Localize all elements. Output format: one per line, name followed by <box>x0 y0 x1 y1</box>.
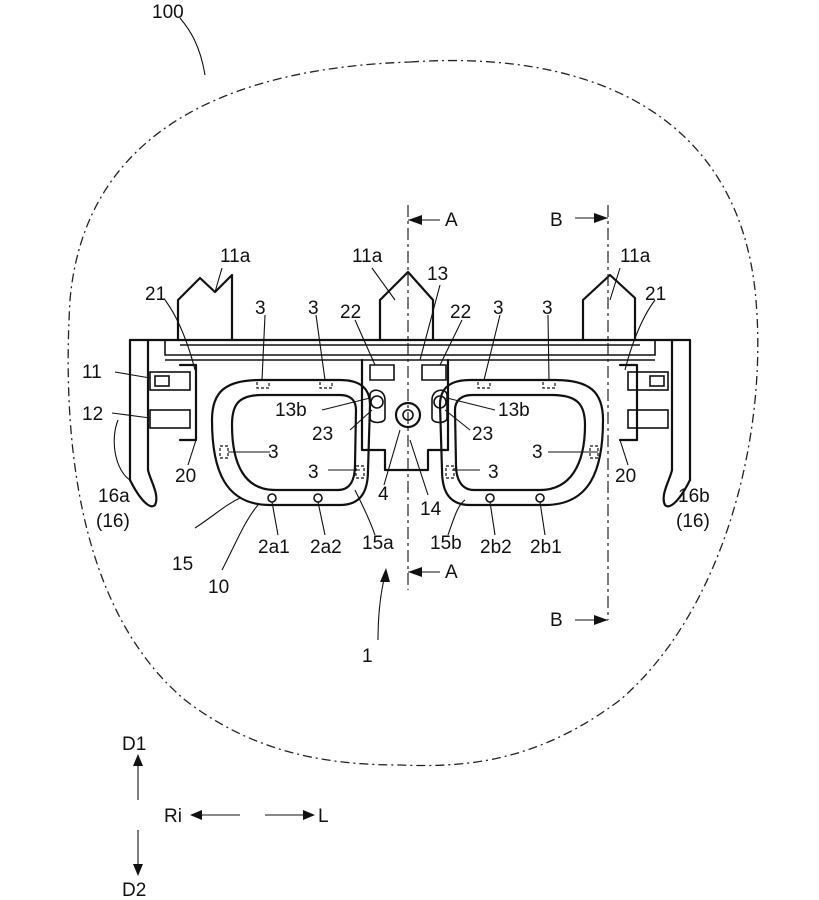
section-lines <box>407 205 609 625</box>
label-section-a-bottom: A <box>445 562 458 583</box>
label-16b: 16b <box>678 486 710 507</box>
label-2b2: 2b2 <box>480 537 512 558</box>
label-section-a-top: A <box>445 210 458 231</box>
label-ri: Ri <box>164 806 182 827</box>
label-23-right: 23 <box>472 424 493 445</box>
label-3-a: 3 <box>255 298 266 319</box>
label-13b-right: 13b <box>498 400 530 421</box>
label-2a1: 2a1 <box>258 537 290 558</box>
label-3-d: 3 <box>542 298 553 319</box>
label-d2: D2 <box>122 880 146 900</box>
arrow-left-icon <box>190 810 202 820</box>
label-11a-center: 11a <box>352 246 383 267</box>
sensors-2 <box>267 493 545 503</box>
label-20-left: 20 <box>175 466 196 487</box>
label-11a-right: 11a <box>620 246 651 267</box>
label-3-c: 3 <box>493 298 504 319</box>
chassis-11 <box>128 338 692 482</box>
label-21-left: 21 <box>145 284 166 305</box>
arrow-1 <box>377 568 390 641</box>
label-20-right: 20 <box>615 466 636 487</box>
protrusions-11a <box>176 270 637 342</box>
lens-frame-right <box>438 378 605 507</box>
label-12: 12 <box>82 404 103 425</box>
label-3-e: 3 <box>268 442 279 463</box>
head-outline <box>67 59 759 767</box>
label-3-f: 3 <box>532 442 543 463</box>
label-10: 10 <box>208 577 229 598</box>
label-100: 100 <box>152 2 184 23</box>
label-3-b: 3 <box>308 298 319 319</box>
label-2b1: 2b1 <box>530 537 562 558</box>
label-14: 14 <box>420 499 442 520</box>
lens-frame-left <box>210 378 372 507</box>
label-l: L <box>318 806 329 827</box>
side-clips <box>128 363 692 508</box>
label-2a2: 2a2 <box>310 537 342 558</box>
label-15: 15 <box>172 554 193 575</box>
label-23-left: 23 <box>312 424 333 445</box>
label-22-left: 22 <box>340 302 361 323</box>
label-15a: 15a <box>362 533 394 554</box>
label-11a-left: 11a <box>220 246 251 267</box>
label-13b-left: 13b <box>275 400 307 421</box>
direction-arrows <box>133 754 315 876</box>
label-1: 1 <box>362 646 373 667</box>
label-22-right: 22 <box>450 302 471 323</box>
label-d1: D1 <box>122 734 146 755</box>
label-4: 4 <box>378 484 389 505</box>
label-11: 11 <box>82 362 102 383</box>
label-13: 13 <box>427 264 448 285</box>
label-15b: 15b <box>430 533 462 554</box>
label-section-b-bottom: B <box>550 610 563 631</box>
leader-100 <box>179 17 206 76</box>
labels: 100 11a 11a 11a 13 A B 21 21 3 3 22 22 3… <box>82 2 710 900</box>
label-section-b-top: B <box>550 210 563 231</box>
arrow-right-icon <box>303 810 315 820</box>
label-16a: 16a <box>98 486 130 507</box>
bridge <box>360 358 450 472</box>
label-3-h: 3 <box>488 462 499 483</box>
arrow-up-icon <box>133 754 143 766</box>
label-16b-sub: (16) <box>676 511 710 532</box>
label-21-right: 21 <box>645 284 666 305</box>
leaders <box>111 267 656 571</box>
arrow-down-icon <box>133 864 143 876</box>
label-16a-sub: (16) <box>96 511 130 532</box>
label-3-g: 3 <box>308 462 319 483</box>
